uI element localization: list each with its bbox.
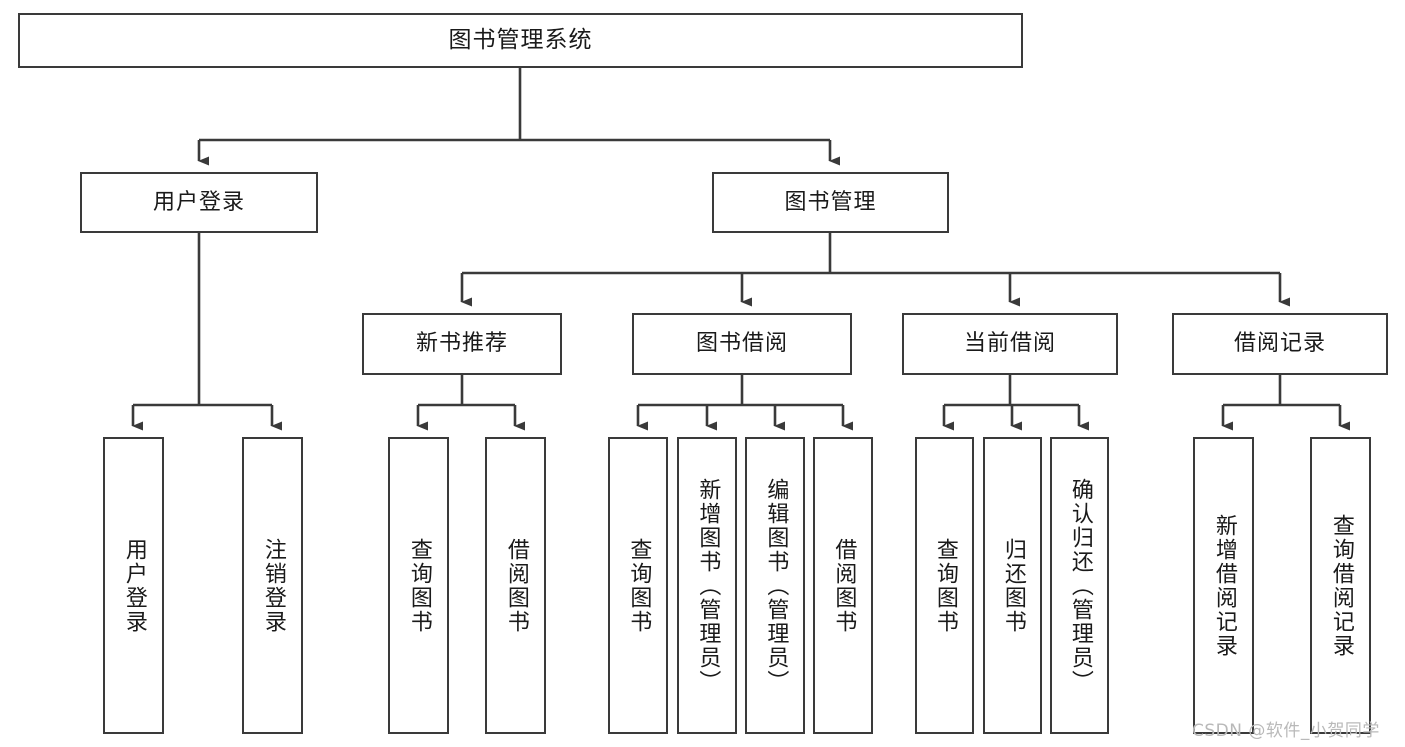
node-leaf_user_login-label: 用户登录 [121, 537, 147, 634]
node-leaf_add_book_admin[interactable]: 新增图书（管理员） [677, 437, 737, 734]
node-leaf_confirm_return[interactable]: 确认归还（管理员） [1050, 437, 1109, 734]
node-leaf_borrow_book_bor[interactable]: 借阅图书 [813, 437, 873, 734]
node-leaf_user_logout-label: 注销登录 [260, 537, 286, 634]
node-borrow_record-label: 借阅记录 [1233, 331, 1326, 357]
node-leaf_user_login[interactable]: 用户登录 [103, 437, 164, 734]
node-book_borrow-label: 图书借阅 [695, 331, 788, 357]
node-leaf_query_book_rec-label: 查询图书 [406, 537, 432, 634]
node-leaf_query_borrow_rec[interactable]: 查询借阅记录 [1310, 437, 1371, 734]
node-book_manage[interactable]: 图书管理 [712, 172, 949, 233]
watermark: CSDN @软件_小贺同学 [1192, 721, 1380, 741]
node-leaf_return_book[interactable]: 归还图书 [983, 437, 1042, 734]
node-current_borrow-label: 当前借阅 [963, 331, 1056, 357]
node-leaf_query_book_bor-label: 查询图书 [626, 537, 652, 634]
node-new_book_rec-label: 新书推荐 [415, 331, 508, 357]
node-leaf_query_book_rec[interactable]: 查询图书 [388, 437, 449, 734]
node-leaf_user_logout[interactable]: 注销登录 [242, 437, 303, 734]
node-leaf_query_book_bor[interactable]: 查询图书 [608, 437, 668, 734]
node-leaf_query_book_cur-label: 查询图书 [932, 537, 958, 634]
node-leaf_add_borrow_rec-label: 新增借阅记录 [1211, 513, 1237, 658]
node-leaf_borrow_book_rec[interactable]: 借阅图书 [485, 437, 546, 734]
node-leaf_query_book_cur[interactable]: 查询图书 [915, 437, 974, 734]
node-leaf_confirm_return-label: 确认归还（管理员） [1067, 477, 1093, 694]
node-current_borrow[interactable]: 当前借阅 [902, 313, 1118, 375]
node-user_login-label: 用户登录 [152, 189, 245, 215]
node-leaf_add_borrow_rec[interactable]: 新增借阅记录 [1193, 437, 1254, 734]
node-leaf_edit_book_admin[interactable]: 编辑图书（管理员） [745, 437, 805, 734]
node-leaf_edit_book_admin-label: 编辑图书（管理员） [763, 477, 789, 694]
node-book_borrow[interactable]: 图书借阅 [632, 313, 852, 375]
node-leaf_return_book-label: 归还图书 [1000, 537, 1026, 634]
node-leaf_borrow_book_bor-label: 借阅图书 [831, 537, 857, 634]
node-leaf_borrow_book_rec-label: 借阅图书 [503, 537, 529, 634]
node-leaf_query_borrow_rec-label: 查询借阅记录 [1328, 513, 1354, 658]
node-root-label: 图书管理系统 [448, 27, 593, 54]
node-leaf_add_book_admin-label: 新增图书（管理员） [695, 477, 721, 694]
node-root[interactable]: 图书管理系统 [18, 13, 1023, 68]
node-borrow_record[interactable]: 借阅记录 [1172, 313, 1388, 375]
node-new_book_rec[interactable]: 新书推荐 [362, 313, 562, 375]
node-book_manage-label: 图书管理 [784, 189, 877, 215]
node-user_login[interactable]: 用户登录 [80, 172, 318, 233]
